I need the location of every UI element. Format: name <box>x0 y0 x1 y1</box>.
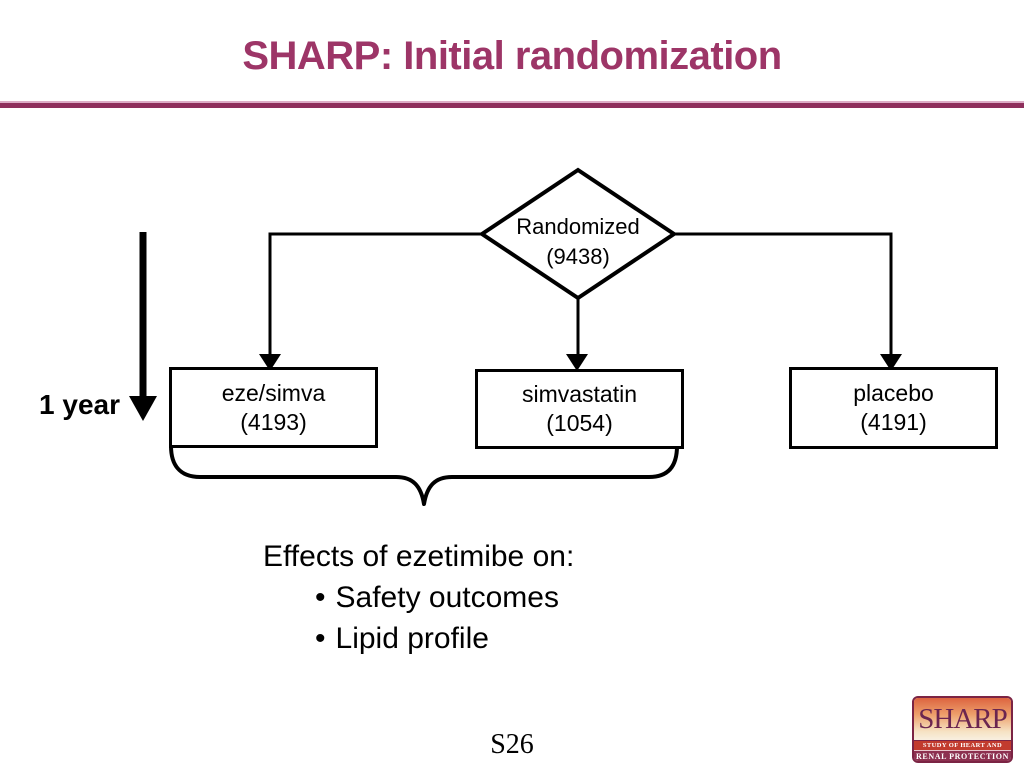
arm-count: (4193) <box>240 408 307 435</box>
root-label: Randomized <box>516 214 640 239</box>
timeline-label: 1 year <box>39 389 120 420</box>
arm-label: simvastatin <box>521 381 638 407</box>
bullet-text: Lipid profile <box>335 622 489 655</box>
arrowhead-right-icon <box>880 354 902 371</box>
root-diamond <box>478 167 678 301</box>
title-divider <box>0 101 1024 108</box>
sharp-logo-word: SHARP <box>914 698 1011 740</box>
slide-number: S26 <box>490 729 534 760</box>
root-node-label: Randomized (9438) <box>478 212 678 272</box>
arrowhead-middle-icon <box>566 354 588 371</box>
group-brace <box>169 444 679 506</box>
sharp-logo: SHARP STUDY OF HEART AND RENAL PROTECTIO… <box>912 696 1013 763</box>
arm-box-simvastatin: simvastatin (1054) <box>475 369 684 449</box>
connector-left <box>268 232 482 356</box>
sharp-logo-tagline-1: STUDY OF HEART AND <box>914 740 1011 750</box>
arm-count: (4191) <box>860 409 927 435</box>
bullet-icon: • <box>315 622 326 655</box>
bullet-text: Safety outcomes <box>335 581 559 614</box>
note-block: Effects of ezetimibe on: • Safety outcome… <box>263 536 574 659</box>
bullet-icon: • <box>315 581 326 614</box>
arrowhead-left-icon <box>259 354 281 371</box>
arm-count: (1054) <box>546 410 613 436</box>
arm-box-eze-simva: eze/simva (4193) <box>169 367 378 448</box>
note-bullet-lipid: • Lipid profile <box>263 618 574 659</box>
connector-right <box>674 232 893 356</box>
arm-box-placebo: placebo (4191) <box>789 367 998 449</box>
note-heading: Effects of ezetimibe on: <box>263 540 575 573</box>
arm-label: placebo <box>853 380 934 406</box>
sharp-logo-tagline-2: RENAL PROTECTION <box>914 750 1011 761</box>
arm-label: eze/simva <box>221 379 326 406</box>
page-title: SHARP: Initial randomization <box>242 34 782 78</box>
root-count: (9438) <box>546 244 610 269</box>
timeline-arrowhead-icon <box>129 396 157 421</box>
note-bullet-safety: • Safety outcomes <box>263 577 574 618</box>
